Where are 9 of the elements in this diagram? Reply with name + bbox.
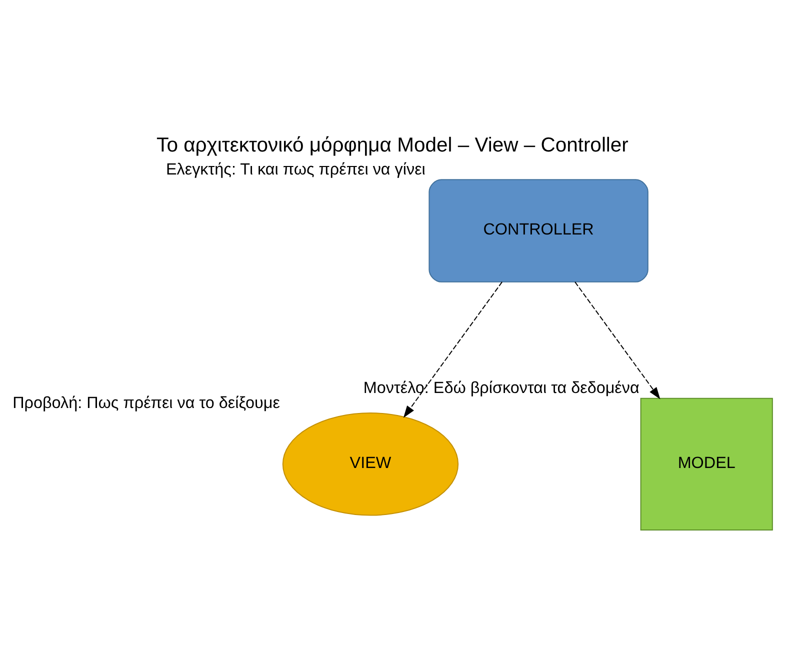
arrow bbox=[403, 281, 502, 418]
node-label: Μοντέλο: Εδώ βρίσκονται τα δεδομένα bbox=[363, 378, 640, 397]
node-label: Προβολή: Πως πρέπει να το δείξουμε bbox=[12, 393, 280, 412]
node-box: CONTROLLER bbox=[428, 178, 648, 282]
arrow bbox=[574, 281, 660, 399]
node-label: Ελεγκτής: Τι και πως πρέπει να γίνει bbox=[166, 160, 426, 178]
node-ellipse: VIEW bbox=[282, 412, 459, 516]
diagram-title: Το αρχιτεκτονικό μόρφημα Model – View – Controller bbox=[156, 134, 628, 156]
node-box: MODEL bbox=[640, 397, 773, 530]
